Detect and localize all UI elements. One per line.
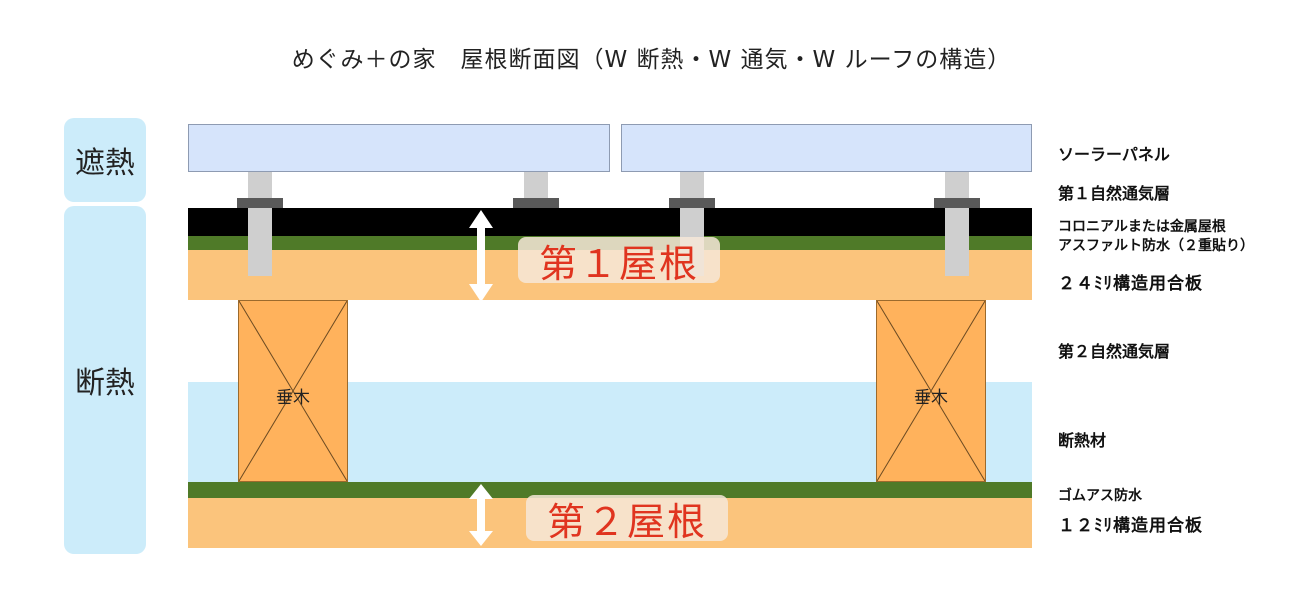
insulation-box: 断熱 xyxy=(64,206,146,554)
rafter-cross-icon xyxy=(239,301,347,481)
rafter-label: 垂木 xyxy=(276,388,310,408)
panel-mount-clamp xyxy=(513,198,559,208)
rafter-left: 垂木 xyxy=(238,300,348,482)
panel-mount-clamp xyxy=(237,198,283,208)
insulation-label: 断熱 xyxy=(75,366,135,401)
roof2-label: 第２屋根 xyxy=(526,495,728,544)
solar-panel-right xyxy=(621,124,1032,172)
label-asphalt-waterproof: アスファルト防水（２重貼り） xyxy=(1058,238,1254,254)
double-arrow-icon xyxy=(469,484,493,546)
panel-mount-clamp xyxy=(934,198,980,208)
solar-panel-left xyxy=(188,124,610,172)
label-vent2: 第２自然通気層 xyxy=(1058,342,1171,361)
double-arrow-icon xyxy=(469,210,493,302)
panel-mount-clamp xyxy=(669,198,715,208)
label-plywood-12: １２ﾐﾘ構造用合板 xyxy=(1058,516,1203,536)
roof1-label: 第１屋根 xyxy=(518,237,720,286)
rafter-right: 垂木 xyxy=(876,300,986,482)
roofing-layer xyxy=(188,208,1032,236)
label-solar-panel: ソーラーパネル xyxy=(1058,145,1170,164)
label-rubber-asphalt: ゴムアス防水 xyxy=(1058,488,1142,504)
panel-mount-post xyxy=(945,172,969,276)
label-plywood-24: ２４ﾐﾘ構造用合板 xyxy=(1058,274,1203,294)
panel-mount-post xyxy=(248,172,272,276)
label-colonial: コロニアルまたは金属屋根 xyxy=(1058,219,1226,235)
rafter-label: 垂木 xyxy=(914,388,948,408)
diagram-title: めぐみ＋の家 屋根断面図（W 断熱・W 通気・W ルーフの構造） xyxy=(291,47,1012,73)
heat-shield-label: 遮熱 xyxy=(75,146,135,181)
label-insulation-material: 断熱材 xyxy=(1058,431,1107,450)
rafter-cross-icon xyxy=(877,301,985,481)
rubber-asphalt-layer xyxy=(188,482,1032,498)
heat-shield-box: 遮熱 xyxy=(64,118,146,202)
label-vent1: 第１自然通気層 xyxy=(1058,184,1171,203)
